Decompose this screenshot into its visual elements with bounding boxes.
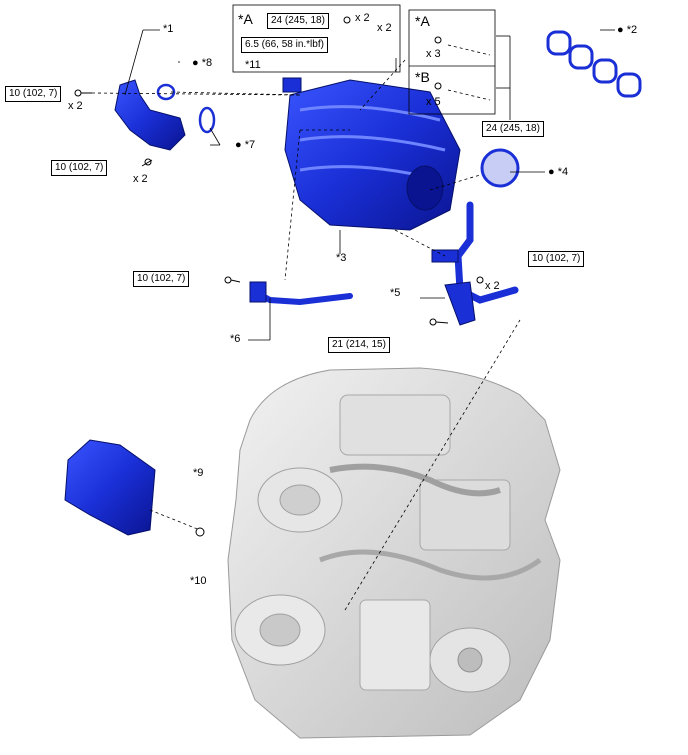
callout-9: *9 — [193, 467, 204, 479]
callout-8-text: *8 — [201, 57, 213, 69]
bolt-10 — [195, 527, 205, 537]
torque-box-left-mid: 10 (102, 7) — [51, 160, 108, 176]
alignment-lines — [91, 44, 521, 611]
intake-manifold — [282, 77, 461, 231]
torque-box-mid: 10 (102, 7) — [133, 271, 190, 287]
callout-7-text: *7 — [244, 139, 256, 151]
bullet-7: ● — [235, 139, 242, 151]
bullet-8: ● — [192, 57, 199, 69]
torque-box-b: 6.5 (66, 58 in.*lbf) — [241, 37, 328, 53]
throttle-gasket — [480, 148, 520, 188]
callout-8: ● *8 — [192, 57, 212, 69]
qty-box-a: x 2 — [355, 12, 370, 24]
group-box-ab — [408, 9, 496, 115]
qty-left-top: x 2 — [68, 100, 83, 112]
callout-2: ● *2 — [617, 24, 637, 36]
callout-1: *1 — [163, 23, 174, 35]
callout-5: *5 — [390, 287, 401, 299]
group-mark-a: *A — [238, 11, 253, 27]
callout-6: *6 — [230, 333, 241, 345]
group-box-a — [232, 4, 401, 73]
bolts — [74, 16, 484, 326]
water-hose-5 — [454, 201, 519, 304]
torque-box-right: 10 (102, 7) — [528, 251, 585, 267]
group-mark-a-right: *A — [415, 13, 430, 29]
torque-box-a: 24 (245, 18) — [267, 13, 329, 29]
qty-right: x 2 — [485, 280, 500, 292]
bullet-2: ● — [617, 24, 624, 36]
hose-bracket — [444, 281, 476, 326]
engine-cover-9 — [64, 439, 156, 536]
callout-7: ● *7 — [235, 139, 255, 151]
leader-lines — [124, 29, 615, 341]
manifold-stay — [114, 79, 186, 151]
callout-10: *10 — [190, 575, 207, 587]
qty-x3: x 3 — [426, 48, 441, 60]
callout-4: ● *4 — [548, 166, 568, 178]
group-mark-b: *B — [415, 69, 430, 85]
callout-2-text: *2 — [626, 24, 638, 36]
qty-box-b: x 2 — [377, 22, 392, 34]
callout-4-text: *4 — [557, 166, 569, 178]
engine-assembly — [227, 367, 561, 739]
callout-3: *3 — [336, 252, 347, 264]
torque-box-bottom: 21 (214, 15) — [328, 337, 390, 353]
qty-x5: x 5 — [426, 96, 441, 108]
torque-box-left-top: 10 (102, 7) — [5, 86, 62, 102]
bullet-4: ● — [548, 166, 555, 178]
qty-left-mid: x 2 — [133, 173, 148, 185]
pipe-bracket — [249, 281, 267, 303]
o-ring-7 — [198, 106, 216, 134]
water-pipe-6 — [252, 289, 353, 306]
torque-box-right-top: 24 (245, 18) — [482, 121, 544, 137]
callout-11: *11 — [245, 59, 261, 71]
manifold-gasket — [546, 30, 642, 98]
